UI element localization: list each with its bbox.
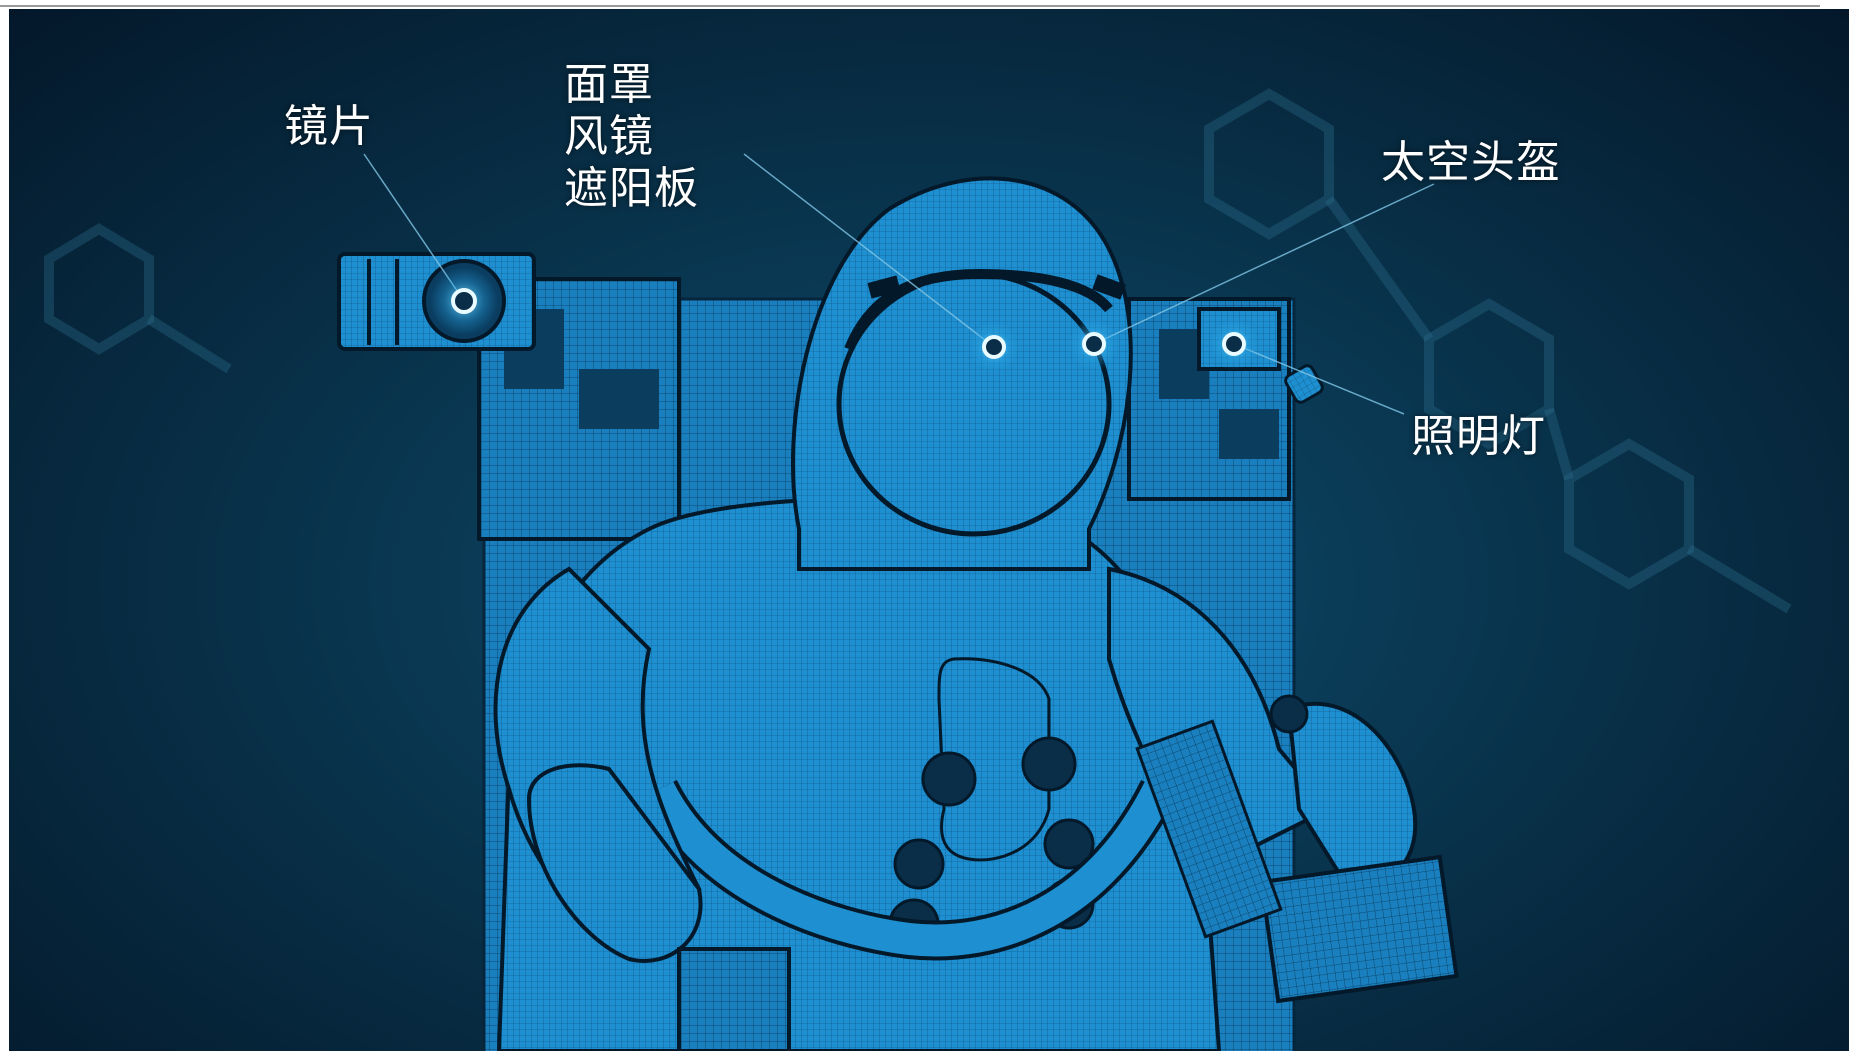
astronaut-illustration xyxy=(44,88,1792,1051)
suit-right-arm xyxy=(1107,566,1459,1004)
top-border-line xyxy=(0,5,1820,7)
hotspot-lamp[interactable] xyxy=(1208,318,1260,370)
hotspot-visor[interactable] xyxy=(968,321,1020,373)
hotspot-lens[interactable] xyxy=(430,267,498,335)
suit-left-arm xyxy=(493,566,791,1051)
callout-label-visor: 面罩 风镜 遮阳板 xyxy=(564,59,699,215)
background-molecule-pattern xyxy=(44,88,1792,614)
callout-label-visor-line2: 风镜 xyxy=(564,111,654,162)
callout-label-lamp: 照明灯 xyxy=(1411,411,1546,462)
hotspot-helmet[interactable] xyxy=(1068,318,1120,370)
callout-label-lens: 镜片 xyxy=(284,101,374,152)
callout-label-visor-line3: 遮阳板 xyxy=(564,163,699,214)
helmet xyxy=(791,176,1133,571)
callout-label-visor-line1: 面罩 xyxy=(564,59,654,110)
callout-label-helmet: 太空头盔 xyxy=(1381,137,1561,188)
astronaut-illustration-stage: 镜片 面罩 风镜 遮阳板 太空头盔 照明灯 xyxy=(9,9,1849,1051)
